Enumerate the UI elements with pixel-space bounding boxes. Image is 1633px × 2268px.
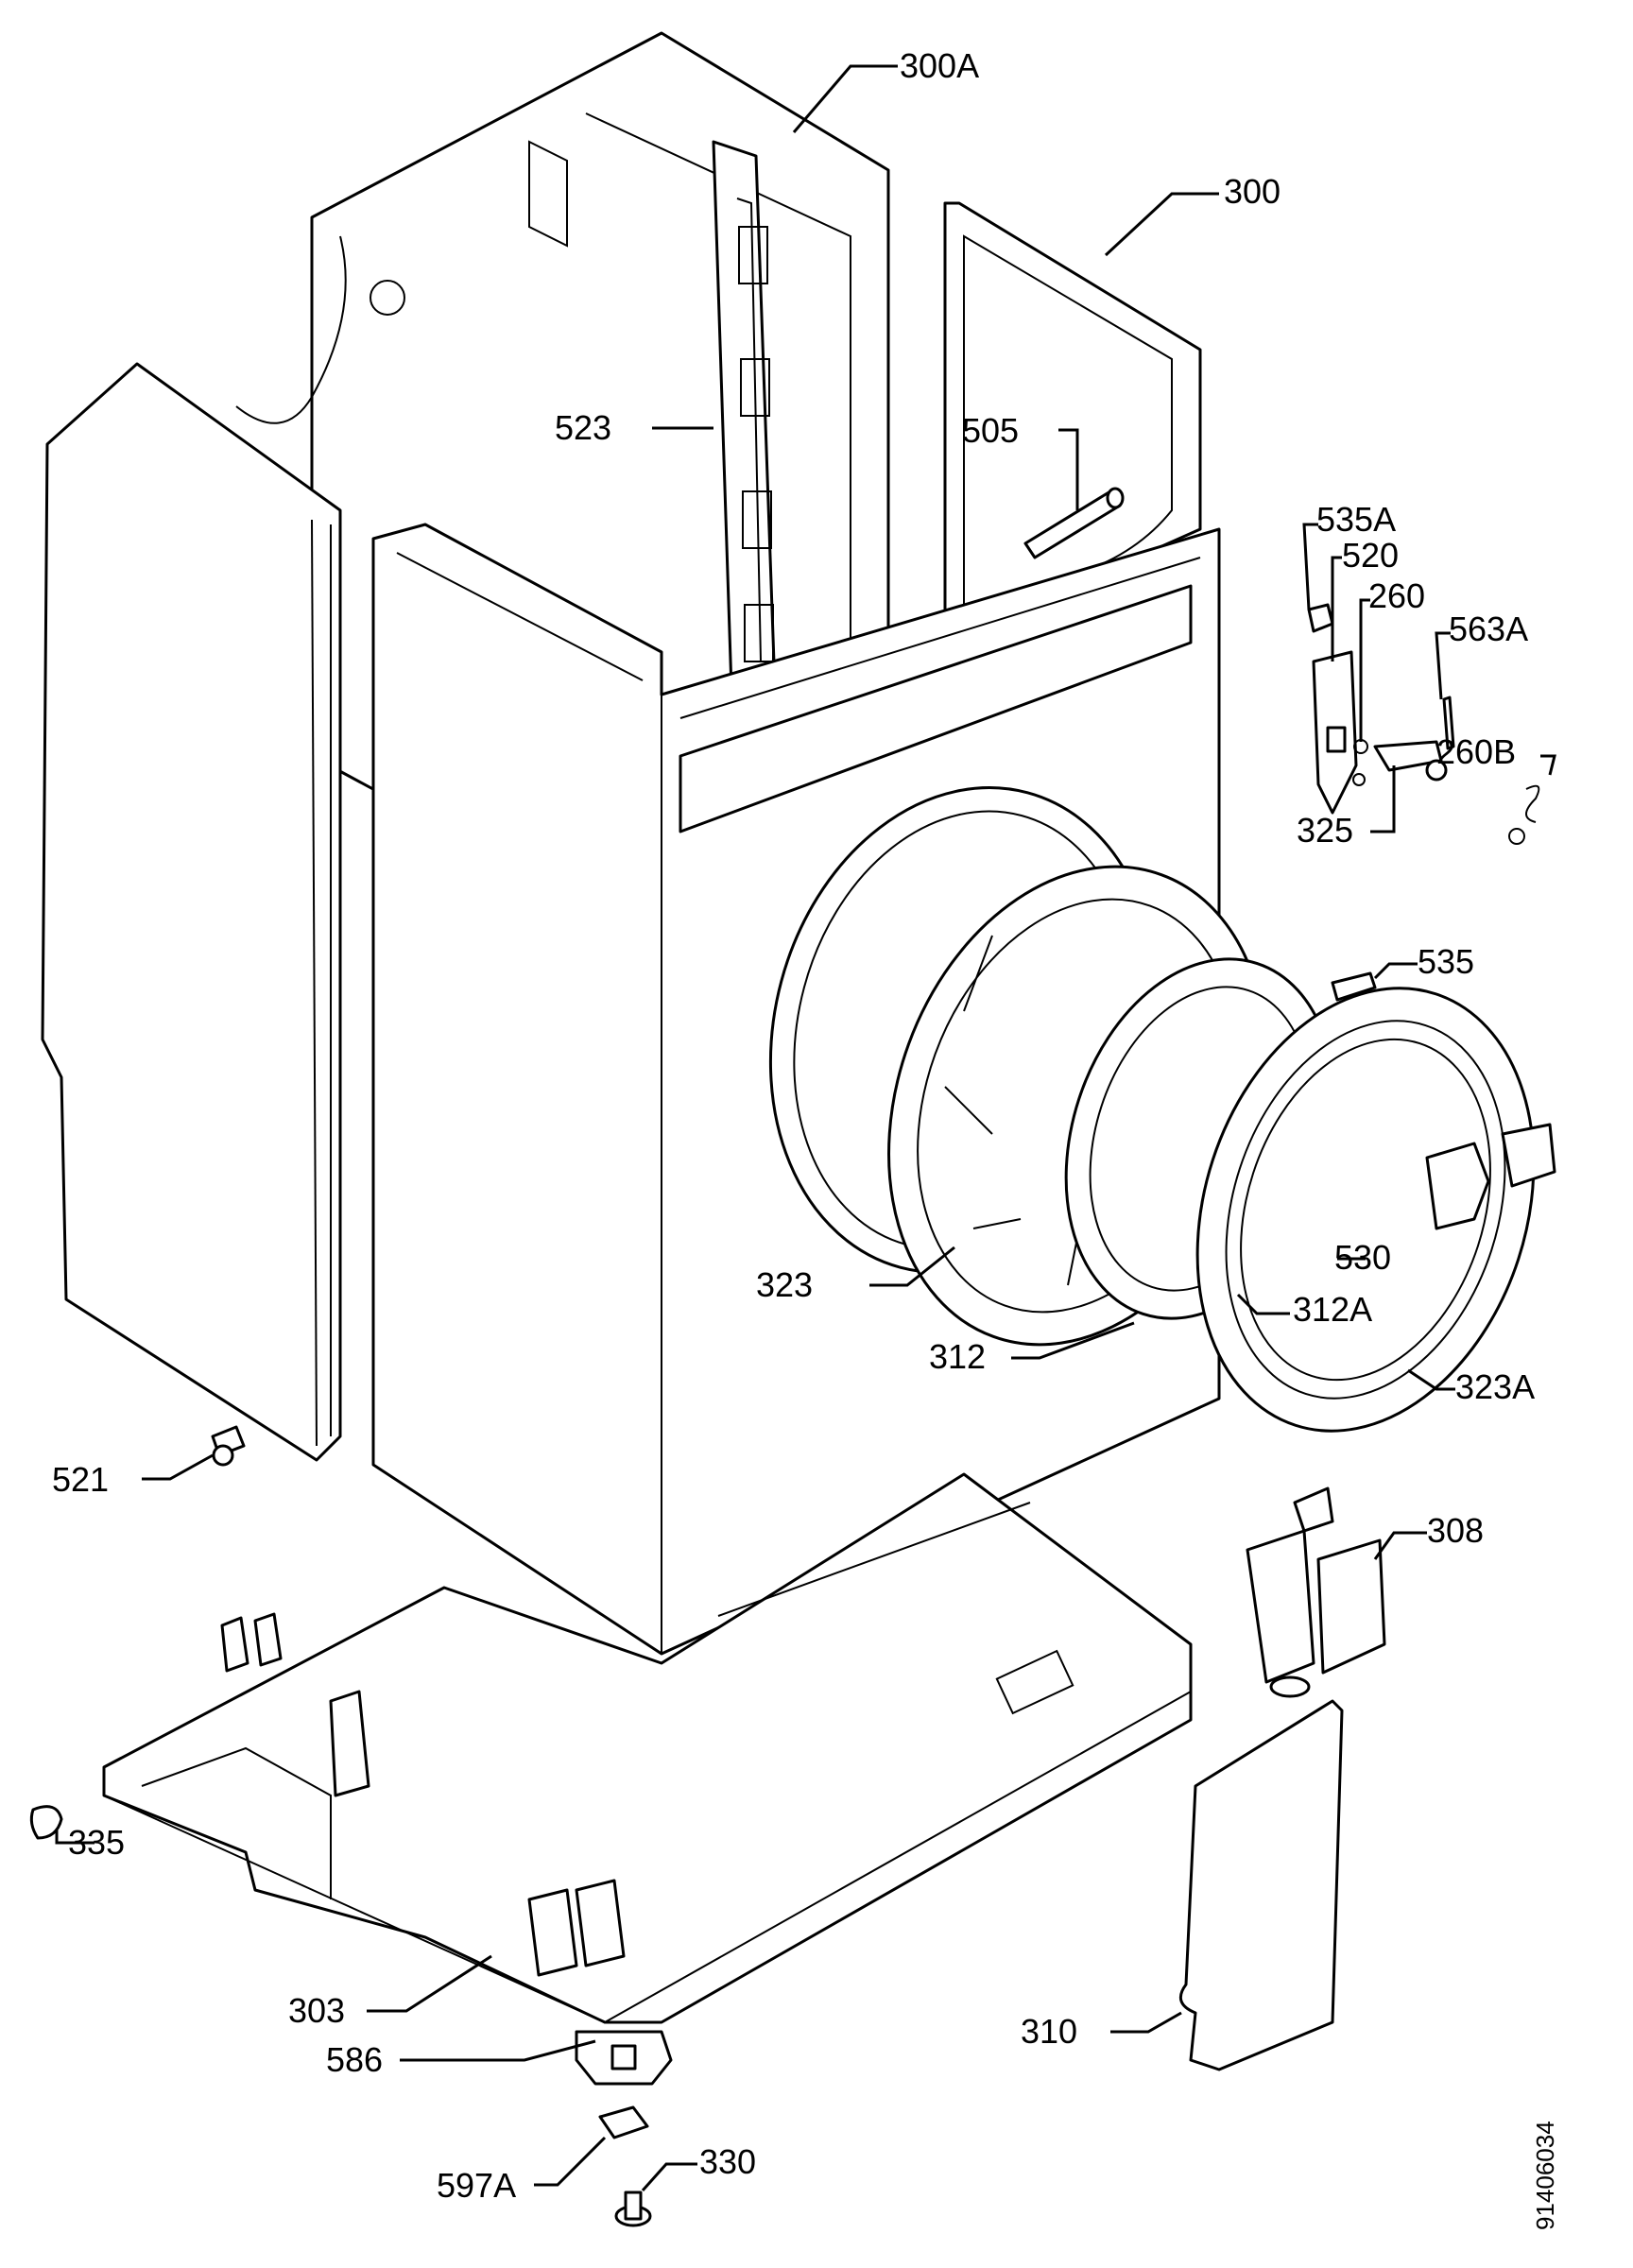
label-325: 325 bbox=[1297, 811, 1353, 850]
label-310: 310 bbox=[1021, 2012, 1077, 2051]
screw-521 bbox=[211, 1425, 246, 1467]
label-335: 335 bbox=[68, 1823, 125, 1862]
label-312A: 312A bbox=[1293, 1290, 1372, 1329]
label-323: 323 bbox=[756, 1265, 813, 1304]
label-308: 308 bbox=[1427, 1511, 1484, 1550]
label-303: 303 bbox=[288, 1991, 345, 2030]
label-505: 505 bbox=[962, 411, 1019, 450]
label-300: 300 bbox=[1224, 172, 1281, 211]
pin-535 bbox=[1331, 971, 1377, 1002]
label-521: 521 bbox=[52, 1460, 109, 1499]
door-ring-323A bbox=[1195, 987, 1556, 1433]
panel-310 bbox=[1178, 1699, 1344, 2071]
callout-labels: 300A 300 523 505 535A 520 260 563A 260B … bbox=[52, 46, 1535, 2205]
label-520: 520 bbox=[1342, 536, 1399, 575]
door-catch-parts bbox=[1307, 603, 1540, 845]
hinge-308 bbox=[1246, 1486, 1386, 1698]
left-side-panel bbox=[41, 362, 342, 1462]
foot-parts bbox=[29, 1805, 673, 2227]
label-260: 260 bbox=[1368, 576, 1425, 615]
label-535: 535 bbox=[1418, 942, 1474, 981]
label-300A: 300A bbox=[900, 46, 979, 85]
base-frame-303 bbox=[102, 1472, 1193, 2024]
label-330: 330 bbox=[699, 2142, 756, 2181]
rod-505 bbox=[1023, 487, 1125, 559]
label-530: 530 bbox=[1334, 1238, 1391, 1277]
label-597A: 597A bbox=[437, 2166, 516, 2205]
label-563A: 563A bbox=[1449, 610, 1528, 648]
leader-lines bbox=[55, 64, 1556, 2191]
drawing-number: 91406034 bbox=[1531, 2121, 1559, 2230]
label-586: 586 bbox=[326, 2040, 383, 2079]
label-312: 312 bbox=[929, 1337, 986, 1376]
label-260B: 260B bbox=[1436, 732, 1516, 771]
label-535A: 535A bbox=[1316, 500, 1396, 539]
label-523: 523 bbox=[555, 408, 611, 447]
label-323A: 323A bbox=[1455, 1367, 1535, 1406]
